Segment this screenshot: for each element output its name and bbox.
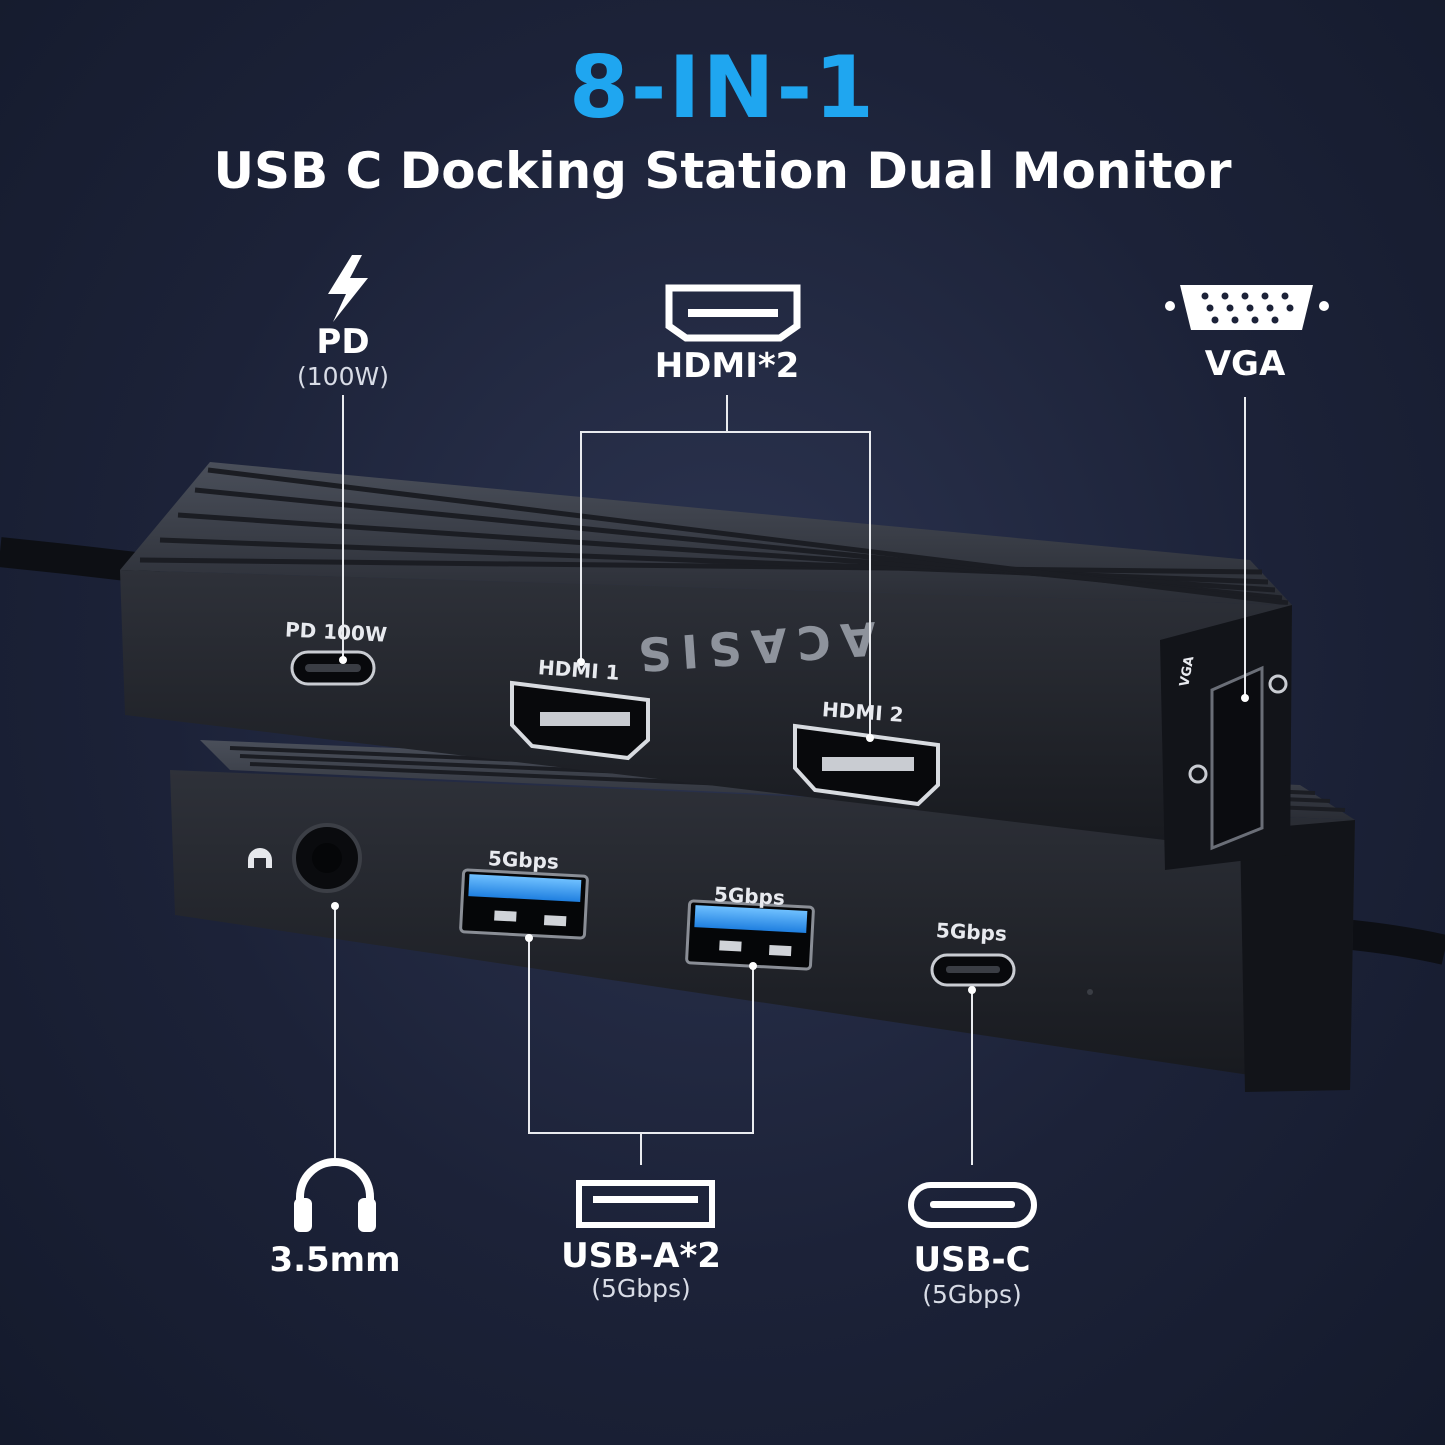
subheadline: USB C Docking Station Dual Monitor xyxy=(213,142,1232,200)
callout-usb-c-detail: (5Gbps) xyxy=(922,1280,1022,1309)
bottom-port-usb-a-1 xyxy=(459,868,589,940)
callout-usb-a-title: USB-A*2 xyxy=(561,1236,721,1276)
port-label-usb-c: 5Gbps xyxy=(935,918,1008,946)
callout-vga-title: VGA xyxy=(1204,344,1286,384)
lightning-bolt-icon xyxy=(328,255,368,322)
callout-lines xyxy=(334,395,1246,1165)
bottom-port-audio xyxy=(248,823,362,893)
headphones-icon xyxy=(294,1158,376,1232)
callout-usb-c-title: USB-C xyxy=(913,1240,1031,1280)
bottom-port-usb-a-2 xyxy=(685,899,815,971)
callout-dots xyxy=(331,656,1249,994)
usb-c-port-icon xyxy=(908,1182,1037,1228)
top-port-hdmi2 xyxy=(793,723,940,807)
top-port-pd xyxy=(290,650,376,686)
vga-port-icon xyxy=(1165,285,1329,330)
status-led xyxy=(1087,989,1093,995)
bottom-port-usb-c xyxy=(930,953,1016,987)
callout-pd-title: PD xyxy=(316,322,370,362)
hdmi-port-icon xyxy=(665,284,801,342)
usb-a-port-icon xyxy=(576,1180,715,1228)
callout-hdmi-title: HDMI*2 xyxy=(654,346,800,386)
top-port-hdmi1 xyxy=(510,680,650,761)
port-label-usb-a-2: 5Gbps xyxy=(713,882,786,910)
port-label-usb-a-1: 5Gbps xyxy=(487,846,560,874)
callout-audio-title: 3.5mm xyxy=(269,1240,401,1280)
callout-usb-a-detail: (5Gbps) xyxy=(591,1274,691,1303)
headline: 8-IN-1 xyxy=(568,38,877,138)
callout-pd-detail: (100W) xyxy=(297,362,389,391)
